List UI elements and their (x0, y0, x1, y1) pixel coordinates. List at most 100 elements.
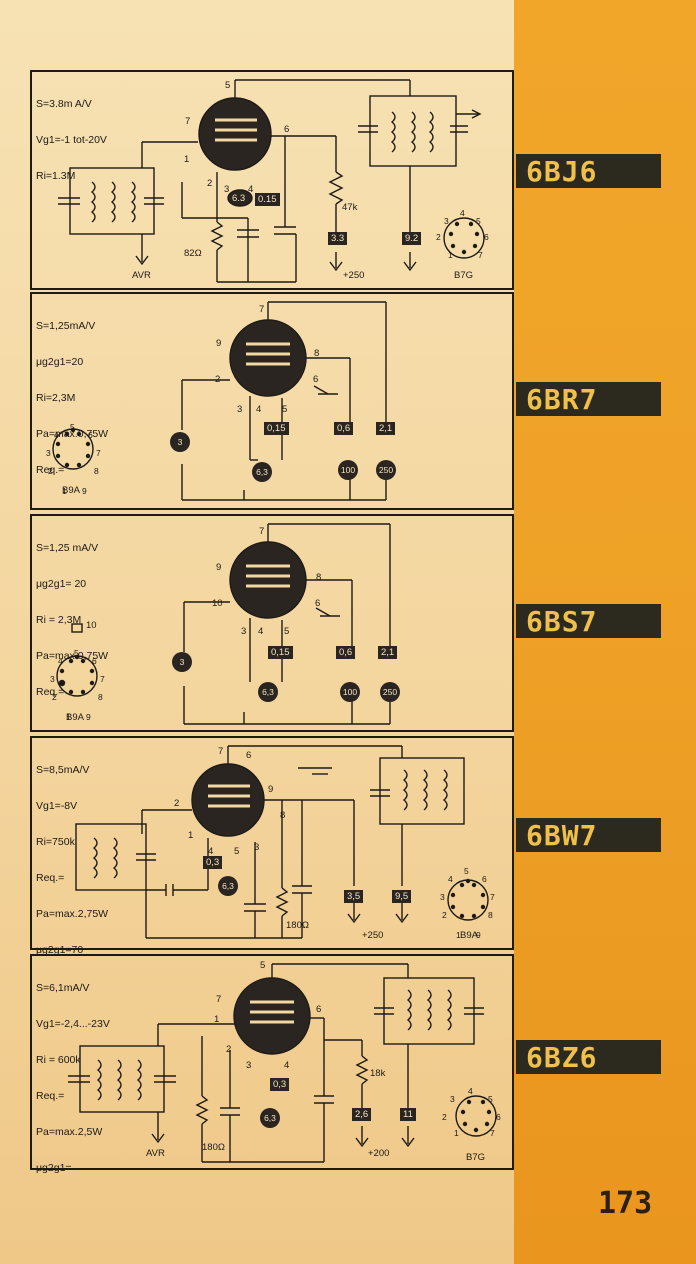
avr-label: AVR (132, 270, 151, 281)
panel-6bw7: S=8,5mA/V Vg1=-8V Ri=750k Req.= Pa=max.2… (30, 736, 514, 956)
socket-pin-number: 7 (96, 448, 101, 458)
socket-pin-number: 1 (456, 930, 461, 940)
value-box: 0,15 (268, 646, 293, 659)
panel-6br7: S=1,25mA/V μg2g1=20 Ri=2,3M Pa=max.0,75W… (30, 292, 514, 510)
spec-line: S=8,5mA/V (36, 764, 90, 776)
pin-label: 6 (313, 374, 319, 385)
resistor-label: 47k (342, 202, 358, 213)
value-box: 0.15 (255, 193, 280, 206)
base-label: B9A (66, 712, 84, 723)
resistor-label: 82Ω (184, 248, 202, 259)
schematic-6bs7 (56, 523, 391, 725)
spec-line: S=6,1mA/V (36, 982, 90, 994)
value-box: 3.3 (328, 232, 348, 245)
spec-line: μg2g1=20 (36, 356, 84, 368)
specs-6bs7: S=1,25 mA/V μg2g1= 20 Ri = 2,3M Pa=max.0… (36, 518, 108, 722)
socket-pin-number: 8 (94, 466, 99, 476)
socket-pin-number: 3 (50, 674, 55, 684)
pin-label: 6 (315, 598, 321, 609)
value-box: 9.2 (402, 232, 422, 245)
socket-pin-number: 9 (86, 712, 91, 722)
pin-label: 7 (185, 116, 191, 127)
socket-pin-number: 4 (460, 208, 465, 218)
tube-type-6br7: 6BR7 (516, 382, 661, 416)
schematic-6bz6 (68, 963, 497, 1163)
pin-label: 4 (248, 184, 254, 195)
value-box: 0,6 (336, 646, 356, 659)
socket-pin-number: 5 (70, 422, 75, 432)
base-label: B7G (454, 270, 474, 281)
pin-label: 5 (234, 846, 240, 857)
pin-label: 1 (184, 154, 190, 165)
pin-label: 3 (224, 184, 230, 195)
socket-pin-number: 1 (454, 1128, 459, 1138)
bias-voltage-circle: 3 (172, 652, 192, 672)
pin-label: 5 (225, 80, 231, 91)
socket-pin-number: 2 (436, 232, 441, 242)
socket-pin-number: 7 (490, 892, 495, 902)
spec-line: Req.= (36, 686, 65, 698)
pin-label: 6 (316, 1004, 322, 1015)
spec-line: Vg1=-1 tot-20V (36, 134, 107, 146)
tube-type-6bw7: 6BW7 (516, 818, 661, 852)
pin-label: 10 (212, 598, 223, 609)
pin-label: 6 (246, 750, 252, 761)
pin-label: 7 (218, 746, 224, 757)
heater-voltage-circle: 6,3 (252, 462, 272, 482)
spec-line: Ri = 2,3M (36, 614, 82, 626)
value-box: 0,3 (203, 856, 223, 869)
voltage-circle: 250 (376, 460, 396, 480)
socket-pin-number: 2 (48, 466, 53, 476)
spec-line: Ri=750k (36, 836, 75, 848)
bias-voltage-circle: 3 (170, 432, 190, 452)
avr-label: AVR (146, 1148, 165, 1159)
resistor-label: 180Ω (202, 1142, 225, 1153)
value-box: 2,1 (378, 646, 398, 659)
panel-6bj6: S=3.8m A/V Vg1=-1 tot-20V Ri=1.3M 5 6 7 … (30, 70, 514, 290)
base-label: B7G (466, 1152, 486, 1163)
socket-pin-number: 3 (46, 448, 51, 458)
pin-label: 3 (241, 626, 247, 637)
spec-line: S=1,25mA/V (36, 320, 96, 332)
pin-label: 1 (214, 1014, 220, 1025)
pin-label: 5 (284, 626, 290, 637)
socket-pin-number: 4 (58, 656, 63, 666)
socket-pin-number: 4 (54, 430, 59, 440)
heater-voltage-circle: 6,3 (260, 1108, 280, 1128)
voltage-circle: 250 (380, 682, 400, 702)
socket-pin-number: 2 (52, 692, 57, 702)
resistor-label: 18k (370, 1068, 386, 1079)
pin-label: 5 (282, 404, 288, 415)
socket-pin-number: 8 (98, 692, 103, 702)
socket-pin-number: 3 (444, 216, 449, 226)
socket-pin-number: 3 (440, 892, 445, 902)
pin-label: 2 (207, 178, 213, 189)
pin-label: 3 (237, 404, 243, 415)
socket-pin-number: 5 (464, 866, 469, 876)
socket-pin-number: 9 (476, 930, 481, 940)
value-box: 11 (400, 1108, 416, 1121)
resistor-label: 180Ω (286, 920, 309, 931)
value-box: 9,5 (392, 890, 412, 903)
socket-pin-number: 5 (488, 1094, 493, 1104)
specs-6bz6: S=6,1mA/V Vg1=-2,4...-23V Ri = 600k Req.… (36, 958, 110, 1198)
pin-label: 7 (259, 526, 265, 537)
spec-line: Ri=1.3M (36, 170, 76, 182)
pin-label: 1 (188, 830, 194, 841)
tube-type-6bj6: 6BJ6 (516, 154, 661, 188)
pin-label: 8 (316, 572, 322, 583)
spec-line: Pa=max.0,75W (36, 650, 109, 662)
socket-pin-number: 6 (482, 874, 487, 884)
spec-line: Req.= (36, 1090, 65, 1102)
spec-line: S=3.8m A/V (36, 98, 92, 110)
socket-pin-number: 5 (476, 216, 481, 226)
spec-line: Pa=max.2,75W (36, 908, 109, 920)
top-cap-label: 10 (86, 620, 97, 631)
specs-6bw7: S=8,5mA/V Vg1=-8V Ri=750k Req.= Pa=max.2… (36, 740, 108, 980)
socket-pin-number: 6 (88, 430, 93, 440)
tube-type-6bs7: 6BS7 (516, 604, 661, 638)
pin-label: 3 (246, 1060, 252, 1071)
base-label: B9A (62, 485, 80, 496)
supply-label: +200 (368, 1148, 390, 1159)
value-box: 2,6 (352, 1108, 372, 1121)
